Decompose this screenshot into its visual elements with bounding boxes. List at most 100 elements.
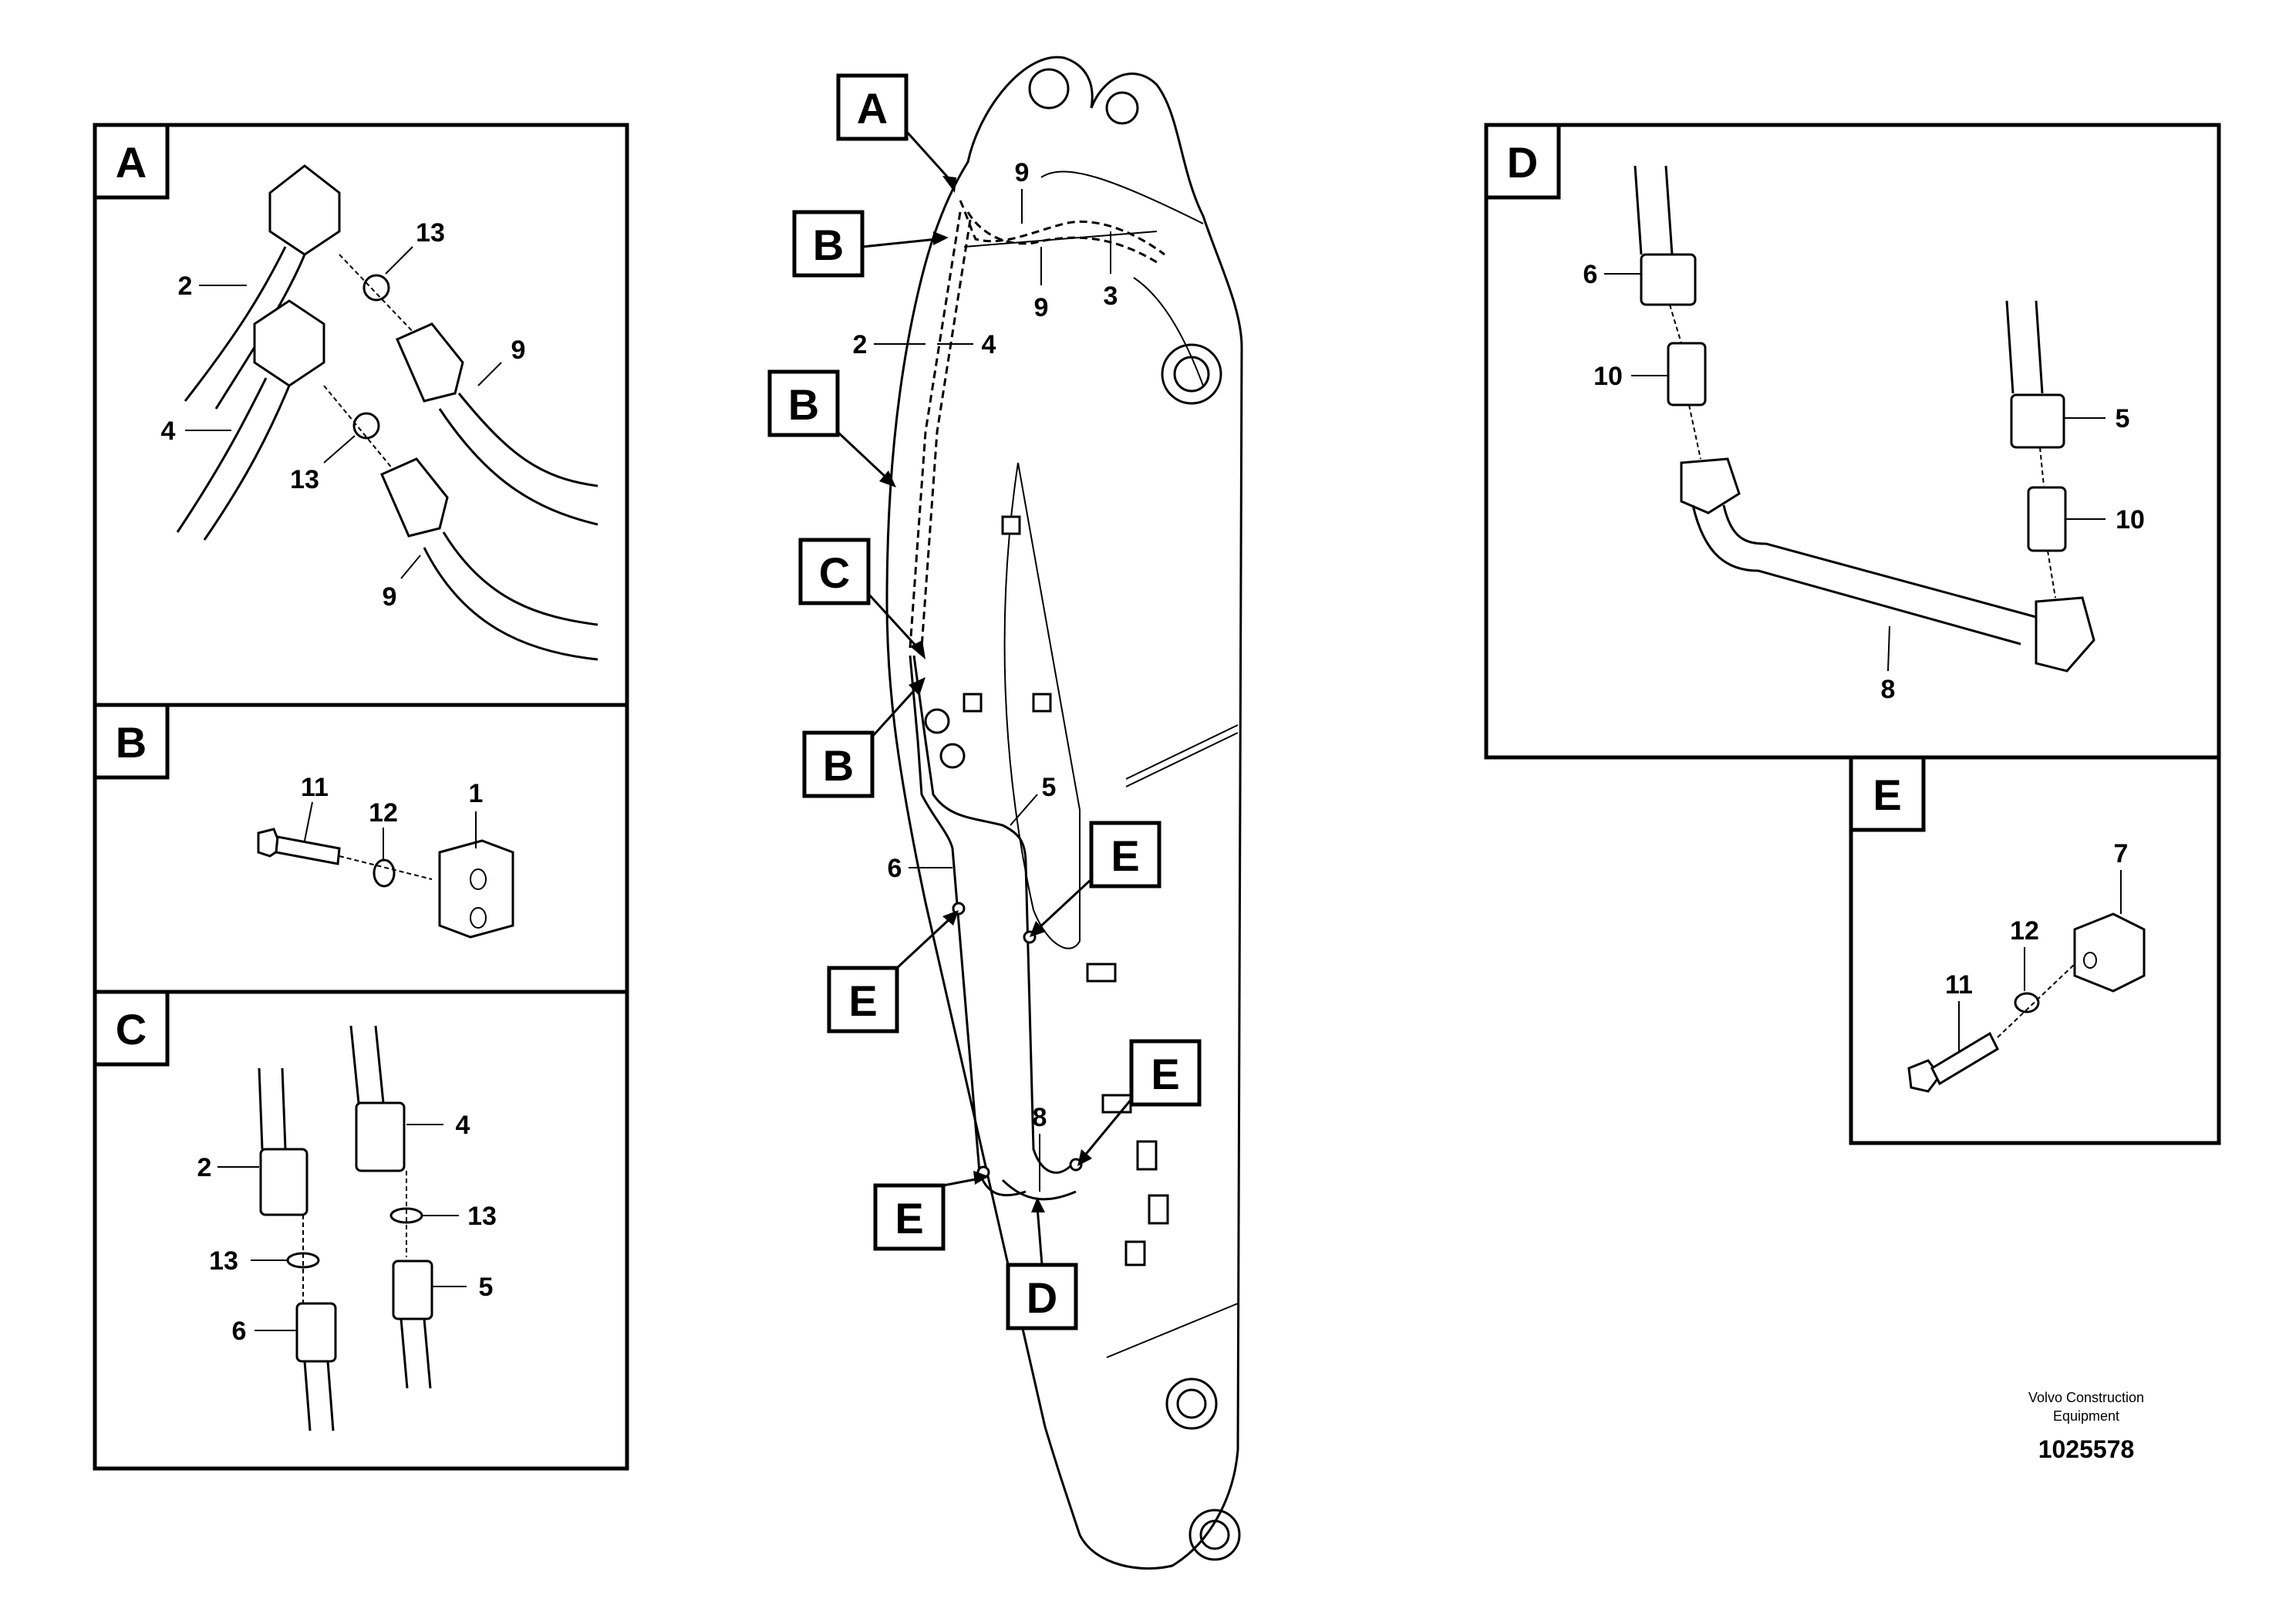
boom-callout-2: 2 (853, 330, 868, 359)
boom-callout-9-bottom: 9 (1034, 293, 1049, 322)
boom-rib (1003, 462, 1081, 949)
boom-callout-6: 6 (888, 854, 902, 883)
boom-tag-a[interactable]: A (836, 73, 956, 193)
panel-c-label: C (116, 1005, 147, 1054)
panel-b-tag (93, 703, 170, 780)
boom-outline (885, 56, 1243, 1570)
boom-tag-e-left-lower-label: E (895, 1194, 923, 1243)
hose-route-5 (912, 655, 1074, 1174)
hose-9-upper (457, 393, 598, 487)
hose-9-lower (442, 531, 598, 626)
callout-a-2: 2 (178, 271, 193, 301)
hose-route-4 (920, 219, 972, 649)
callout-b-11: 11 (301, 773, 329, 802)
callout-e-12: 12 (2010, 916, 2039, 946)
boom-pin-upper (1161, 343, 1222, 405)
adapter-10-left (1667, 342, 1707, 406)
detail-panel-b: B 11 12 1 (93, 703, 629, 994)
panel-c-frame (93, 990, 629, 1471)
boom-tag-e-left-lower[interactable]: E (873, 1171, 989, 1251)
detail-panel-e: E 11 12 7 (1849, 755, 2221, 1145)
fitting-5-adapter (392, 1259, 433, 1320)
panel-d-tag (1484, 123, 1561, 200)
callout-c-13-left: 13 (209, 1246, 238, 1276)
boom-callout-9-top: 9 (1015, 158, 1030, 187)
callout-a-9-upper: 9 (511, 336, 526, 365)
hose-route-6 (909, 655, 1027, 1197)
callout-e-7: 7 (2114, 839, 2129, 868)
panel-b-frame (93, 703, 629, 994)
company-name-line2: Equipment (2053, 1408, 2119, 1424)
panel-c-tag (93, 990, 170, 1067)
clamp-7 (2073, 912, 2146, 993)
panel-a-tag (93, 123, 170, 200)
title-block: Volvo Construction Equipment 1025578 (2028, 1390, 2144, 1463)
boom-tag-b-middle-label: B (788, 380, 819, 429)
hose-route-9 (959, 200, 1165, 256)
boom-tag-b-upper-label: B (813, 221, 844, 269)
boom-tag-e-right-lower[interactable]: E (1077, 1039, 1202, 1166)
hose-8-end-right (2035, 596, 2095, 673)
callout-d-8: 8 (1881, 675, 1896, 704)
boom-tag-e-left-upper-label: E (848, 976, 877, 1025)
panel-a-label: A (116, 138, 147, 187)
fitting-9-upper (396, 322, 464, 403)
detail-panel-d: D 6 10 5 10 8 (1484, 123, 2221, 760)
boom-pin-middle (1165, 1378, 1218, 1430)
boom-callout-8: 8 (1033, 1103, 1047, 1132)
bolt-11-e-shank (1930, 1031, 1999, 1086)
callout-b-1: 1 (469, 779, 484, 808)
boom-tag-c[interactable]: C (798, 538, 925, 659)
callout-e-11: 11 (1945, 970, 1973, 1000)
boom-tag-b-middle[interactable]: B (767, 369, 896, 487)
boom-tag-b-upper[interactable]: B (792, 210, 949, 278)
fitting-6-adapter (295, 1302, 337, 1363)
boom-tag-e-right-upper-label: E (1111, 831, 1139, 880)
callout-c-6: 6 (232, 1317, 247, 1346)
boom-callout-5: 5 (1042, 773, 1057, 802)
boom-tag-c-label: C (819, 548, 850, 597)
hose-2-line (184, 246, 287, 402)
panel-d-frame (1484, 123, 2221, 760)
boom-tag-a-label: A (857, 84, 888, 133)
drawing-number: 1025578 (2038, 1435, 2135, 1463)
o-ring-13-right (389, 1207, 423, 1224)
detail-panel-c: C 2 4 13 13 6 5 (93, 990, 629, 1471)
detail-panel-a: A 2 4 13 13 9 9 (93, 123, 629, 707)
callout-a-4: 4 (161, 416, 176, 446)
boom-tag-d[interactable]: D (1006, 1197, 1078, 1330)
callout-d-10-left: 10 (1593, 362, 1623, 391)
boom-tag-e-right-upper[interactable]: E (1030, 821, 1161, 937)
callout-a-13-lower: 13 (290, 465, 319, 494)
hose-8 (1691, 504, 2021, 646)
boom-view: A B B C B E (767, 56, 1243, 1570)
boom-pin-lower (1188, 1509, 1241, 1561)
washer-12 (373, 858, 396, 888)
hose-route-2 (909, 211, 962, 649)
boom-callout-4: 4 (982, 330, 996, 359)
hose-8-end-left (1680, 457, 1741, 514)
adapter-10-right (2027, 486, 2067, 552)
fitting-2-nut (259, 1148, 308, 1216)
callout-c-5: 5 (479, 1273, 494, 1302)
hose-4-line-b (203, 385, 291, 541)
boom-tag-e-left-upper[interactable]: E (827, 910, 959, 1034)
company-name-line1: Volvo Construction (2028, 1390, 2144, 1405)
boom-tag-d-label: D (1027, 1273, 1057, 1322)
o-ring-13-upper (362, 274, 390, 302)
boom-tag-b-lower[interactable]: B (802, 677, 925, 798)
hose-9-lower-b (423, 547, 598, 661)
fitting-6-d (1640, 253, 1697, 306)
panel-e-tag (1849, 755, 1926, 832)
callout-a-13-upper: 13 (416, 218, 445, 248)
callout-d-6: 6 (1583, 260, 1598, 289)
callout-a-9-lower: 9 (383, 582, 397, 612)
panel-d-label: D (1507, 138, 1538, 187)
washer-12-e (2014, 992, 2040, 1013)
callout-c-13-right: 13 (467, 1202, 497, 1231)
boom-tag-e-right-lower-label: E (1151, 1050, 1179, 1098)
bolt-11-shank (275, 835, 341, 865)
fitting-elbow-4 (253, 299, 325, 387)
callout-d-10-right: 10 (2116, 505, 2145, 534)
